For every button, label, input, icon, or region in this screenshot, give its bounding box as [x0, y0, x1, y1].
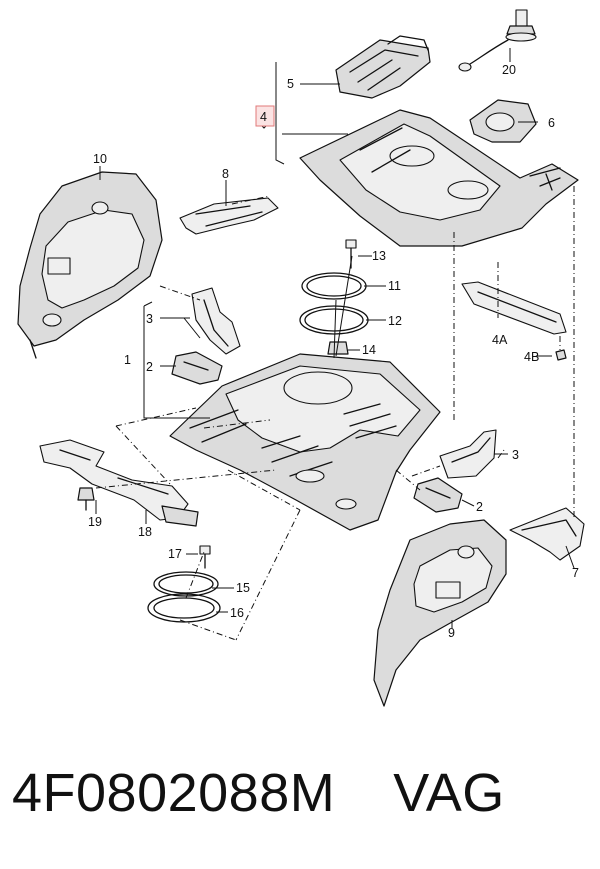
part-4a-strip: [461, 281, 567, 335]
callout-19: 19: [88, 515, 102, 529]
part-17-bolt: [199, 545, 211, 569]
part-2-right-plate: [413, 477, 463, 513]
callout-2: 2: [476, 500, 483, 514]
callout-4: 4: [260, 110, 267, 124]
callout-3: 3: [146, 312, 153, 326]
part-16-seal-ring: [147, 593, 221, 623]
callout-15: 15: [236, 581, 250, 595]
part-3-left-bracket: [191, 287, 241, 355]
part-14-nut: [327, 341, 349, 355]
guide-lines: [95, 48, 575, 641]
part-10-left-wheel-house: [17, 171, 163, 359]
part-3-right-bracket: [439, 429, 497, 479]
callout-9: 9: [448, 626, 455, 640]
part-4b-clip: [555, 349, 567, 361]
callout-10: 10: [93, 152, 107, 166]
part-2-left-plate: [171, 351, 223, 385]
callout-8: 8: [222, 167, 229, 181]
callout-labels: 1 2 2 3 3 4 4A 4B 5 6 7 8 9 10 11 12 13 …: [88, 63, 579, 640]
callout-2: 2: [146, 360, 153, 374]
exploded-parts-diagram: 1 2 2 3 3 4 4A 4B 5 6 7 8 9 10 11 12 13 …: [17, 9, 585, 707]
callout-18: 18: [138, 525, 152, 539]
part-5-cover-plate: [335, 35, 431, 99]
callout-7: 7: [572, 566, 579, 580]
part-1-rear-floor-pan: [169, 353, 441, 531]
caption-line: 4F0802088M VAG: [12, 762, 592, 842]
callout-12: 12: [388, 314, 402, 328]
callout-14: 14: [362, 343, 376, 357]
part-7-bracket: [509, 507, 585, 561]
callout-5: 5: [287, 77, 294, 91]
callout-16: 16: [230, 606, 244, 620]
brand-label: VAG: [393, 763, 505, 823]
callout-3: 3: [512, 448, 519, 462]
part-6-bracket: [469, 99, 537, 143]
callout-4b: 4B: [524, 350, 539, 364]
part-19-bolt: [77, 487, 95, 511]
callout-17: 17: [168, 547, 182, 561]
part-15-seal-ring: [153, 571, 219, 597]
callout-20: 20: [502, 63, 516, 77]
highlight-box: [255, 105, 275, 127]
callout-11: 11: [388, 279, 401, 293]
part-8-bracket: [179, 197, 279, 235]
part-11-seal-ring: [301, 272, 367, 300]
part-18-crossmember: [39, 439, 199, 527]
part-number: 4F0802088M: [12, 763, 336, 823]
callout-4a: 4A: [492, 333, 508, 347]
callout-6: 6: [548, 116, 555, 130]
callout-13: 13: [372, 249, 386, 263]
part-9-right-wheel-house: [373, 519, 507, 707]
part-12-seal-ring: [299, 305, 369, 335]
part-20-plug-cable: [458, 9, 537, 72]
part-4-spare-wheel-well: [299, 109, 579, 247]
callout-1: 1: [124, 353, 131, 367]
